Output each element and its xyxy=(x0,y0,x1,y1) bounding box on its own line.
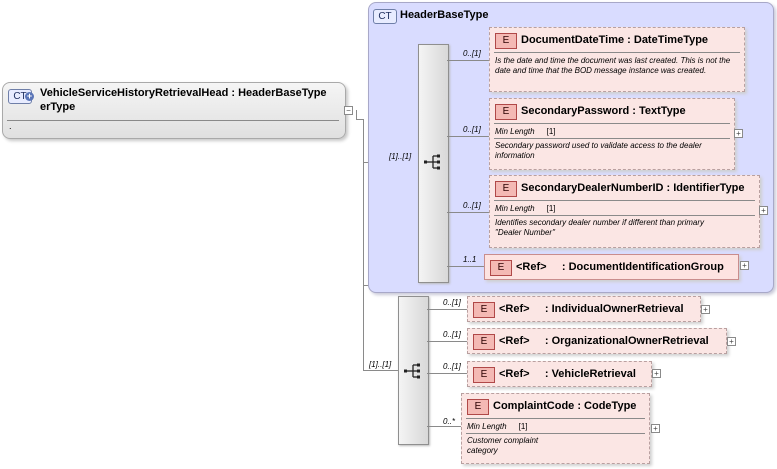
facet-value: [1] xyxy=(546,204,556,213)
expand-icon[interactable]: + xyxy=(701,305,710,314)
expand-icon[interactable]: + xyxy=(727,337,736,346)
divider xyxy=(466,418,645,419)
element-secondary-dealer-number-id[interactable]: E SecondaryDealerNumberID : IdentifierTy… xyxy=(489,175,760,248)
element-name: DocumentDateTime : DateTimeType xyxy=(521,34,709,46)
connector-line xyxy=(447,212,489,213)
element-doc: Identifies secondary dealer number if di… xyxy=(495,218,704,237)
facet-label: Min Length xyxy=(495,204,535,213)
connector-line xyxy=(427,373,467,374)
element-badge: E xyxy=(490,260,512,276)
divider xyxy=(494,52,740,53)
complex-type-badge: CT xyxy=(373,9,397,24)
element-badge: E xyxy=(467,399,489,415)
divider xyxy=(494,215,755,216)
facet-label: Min Length xyxy=(467,422,507,431)
expand-icon[interactable]: + xyxy=(740,261,749,270)
sequence-cardinality: [1]..[1] xyxy=(389,152,412,161)
facet-value: [1] xyxy=(546,127,556,136)
element-badge: E xyxy=(495,181,517,197)
element-name: ComplaintCode : CodeType xyxy=(493,400,637,412)
element-facet: Min Length [1] xyxy=(495,204,556,213)
element-doc: Customer complaint category xyxy=(467,436,539,455)
element-name: SecondaryPassword : TextType xyxy=(521,105,686,117)
sequence-icon xyxy=(424,154,440,170)
sequence-icon xyxy=(404,363,420,379)
element-doc: Secondary password used to validate acce… xyxy=(495,141,702,160)
sequence-compositor[interactable] xyxy=(398,296,429,445)
element-badge: E xyxy=(473,334,495,350)
expand-icon[interactable]: + xyxy=(652,369,661,378)
expand-icon[interactable]: + xyxy=(734,129,743,138)
element-cardinality: 1..1 xyxy=(463,255,477,264)
connector-line xyxy=(427,309,467,310)
plus-icon: + xyxy=(25,91,34,101)
element-badge: E xyxy=(495,104,517,120)
element-facet: Min Length [1] xyxy=(495,127,556,136)
element-individual-owner-retrieval[interactable]: E <Ref> : IndividualOwnerRetrieval xyxy=(467,296,701,322)
element-badge: E xyxy=(495,33,517,49)
element-document-date-time[interactable]: E DocumentDateTime : DateTimeType Is the… xyxy=(489,27,745,92)
root-doc: . xyxy=(9,121,12,131)
element-name: SecondaryDealerNumberID : IdentifierType xyxy=(521,182,745,194)
header-base-type-title: HeaderBaseType xyxy=(400,9,489,21)
divider xyxy=(7,120,339,121)
expand-icon[interactable]: + xyxy=(651,424,660,433)
divider xyxy=(494,138,730,139)
expand-icon[interactable]: + xyxy=(759,206,768,215)
connector-line xyxy=(427,341,467,342)
connector-line xyxy=(447,60,489,61)
sequence-cardinality: [1]..[1] xyxy=(369,360,392,369)
element-badge: E xyxy=(473,302,495,318)
element-cardinality: 0..[1] xyxy=(463,125,481,134)
element-name: <Ref> : DocumentIdentificationGroup xyxy=(516,261,724,273)
element-badge: E xyxy=(473,367,495,383)
element-vehicle-retrieval[interactable]: E <Ref> : VehicleRetrieval xyxy=(467,361,652,387)
connector-line xyxy=(363,370,399,371)
element-secondary-password[interactable]: E SecondaryPassword : TextType Min Lengt… xyxy=(489,98,735,170)
element-complaint-code[interactable]: E ComplaintCode : CodeType Min Length [1]… xyxy=(461,393,650,464)
sequence-compositor[interactable] xyxy=(418,44,449,283)
root-type-name: VehicleServiceHistoryRetrievalHead : Hea… xyxy=(40,87,327,99)
root-complex-type[interactable]: CT + VehicleServiceHistoryRetrievalHead … xyxy=(2,82,346,139)
collapse-icon[interactable]: − xyxy=(344,106,353,115)
element-cardinality: 0..[1] xyxy=(443,298,461,307)
connector-line xyxy=(427,426,467,427)
connector-line xyxy=(356,119,364,120)
divider xyxy=(466,433,645,434)
element-cardinality: 0..[1] xyxy=(443,330,461,339)
root-type-name-wrap: erType xyxy=(40,101,76,113)
element-organizational-owner-retrieval[interactable]: E <Ref> : OrganizationalOwnerRetrieval xyxy=(467,328,727,354)
divider xyxy=(494,200,755,201)
facet-label: Min Length xyxy=(495,127,535,136)
element-name: <Ref> : OrganizationalOwnerRetrieval xyxy=(499,335,709,347)
connector-line xyxy=(363,119,364,371)
connector-line xyxy=(356,110,357,120)
element-cardinality: 0..* xyxy=(443,417,456,426)
element-cardinality: 0..[1] xyxy=(443,362,461,371)
element-cardinality: 0..[1] xyxy=(463,49,481,58)
element-facet: Min Length [1] xyxy=(467,422,528,431)
element-document-identification-group[interactable]: E <Ref> : DocumentIdentificationGroup xyxy=(484,254,739,280)
element-doc: Is the date and time the document was la… xyxy=(495,56,731,75)
divider xyxy=(494,123,730,124)
facet-value: [1] xyxy=(518,422,528,431)
element-name: <Ref> : IndividualOwnerRetrieval xyxy=(499,303,684,315)
element-name: <Ref> : VehicleRetrieval xyxy=(499,368,636,380)
element-cardinality: 0..[1] xyxy=(463,201,481,210)
connector-line xyxy=(447,136,489,137)
connector-line xyxy=(447,266,484,267)
